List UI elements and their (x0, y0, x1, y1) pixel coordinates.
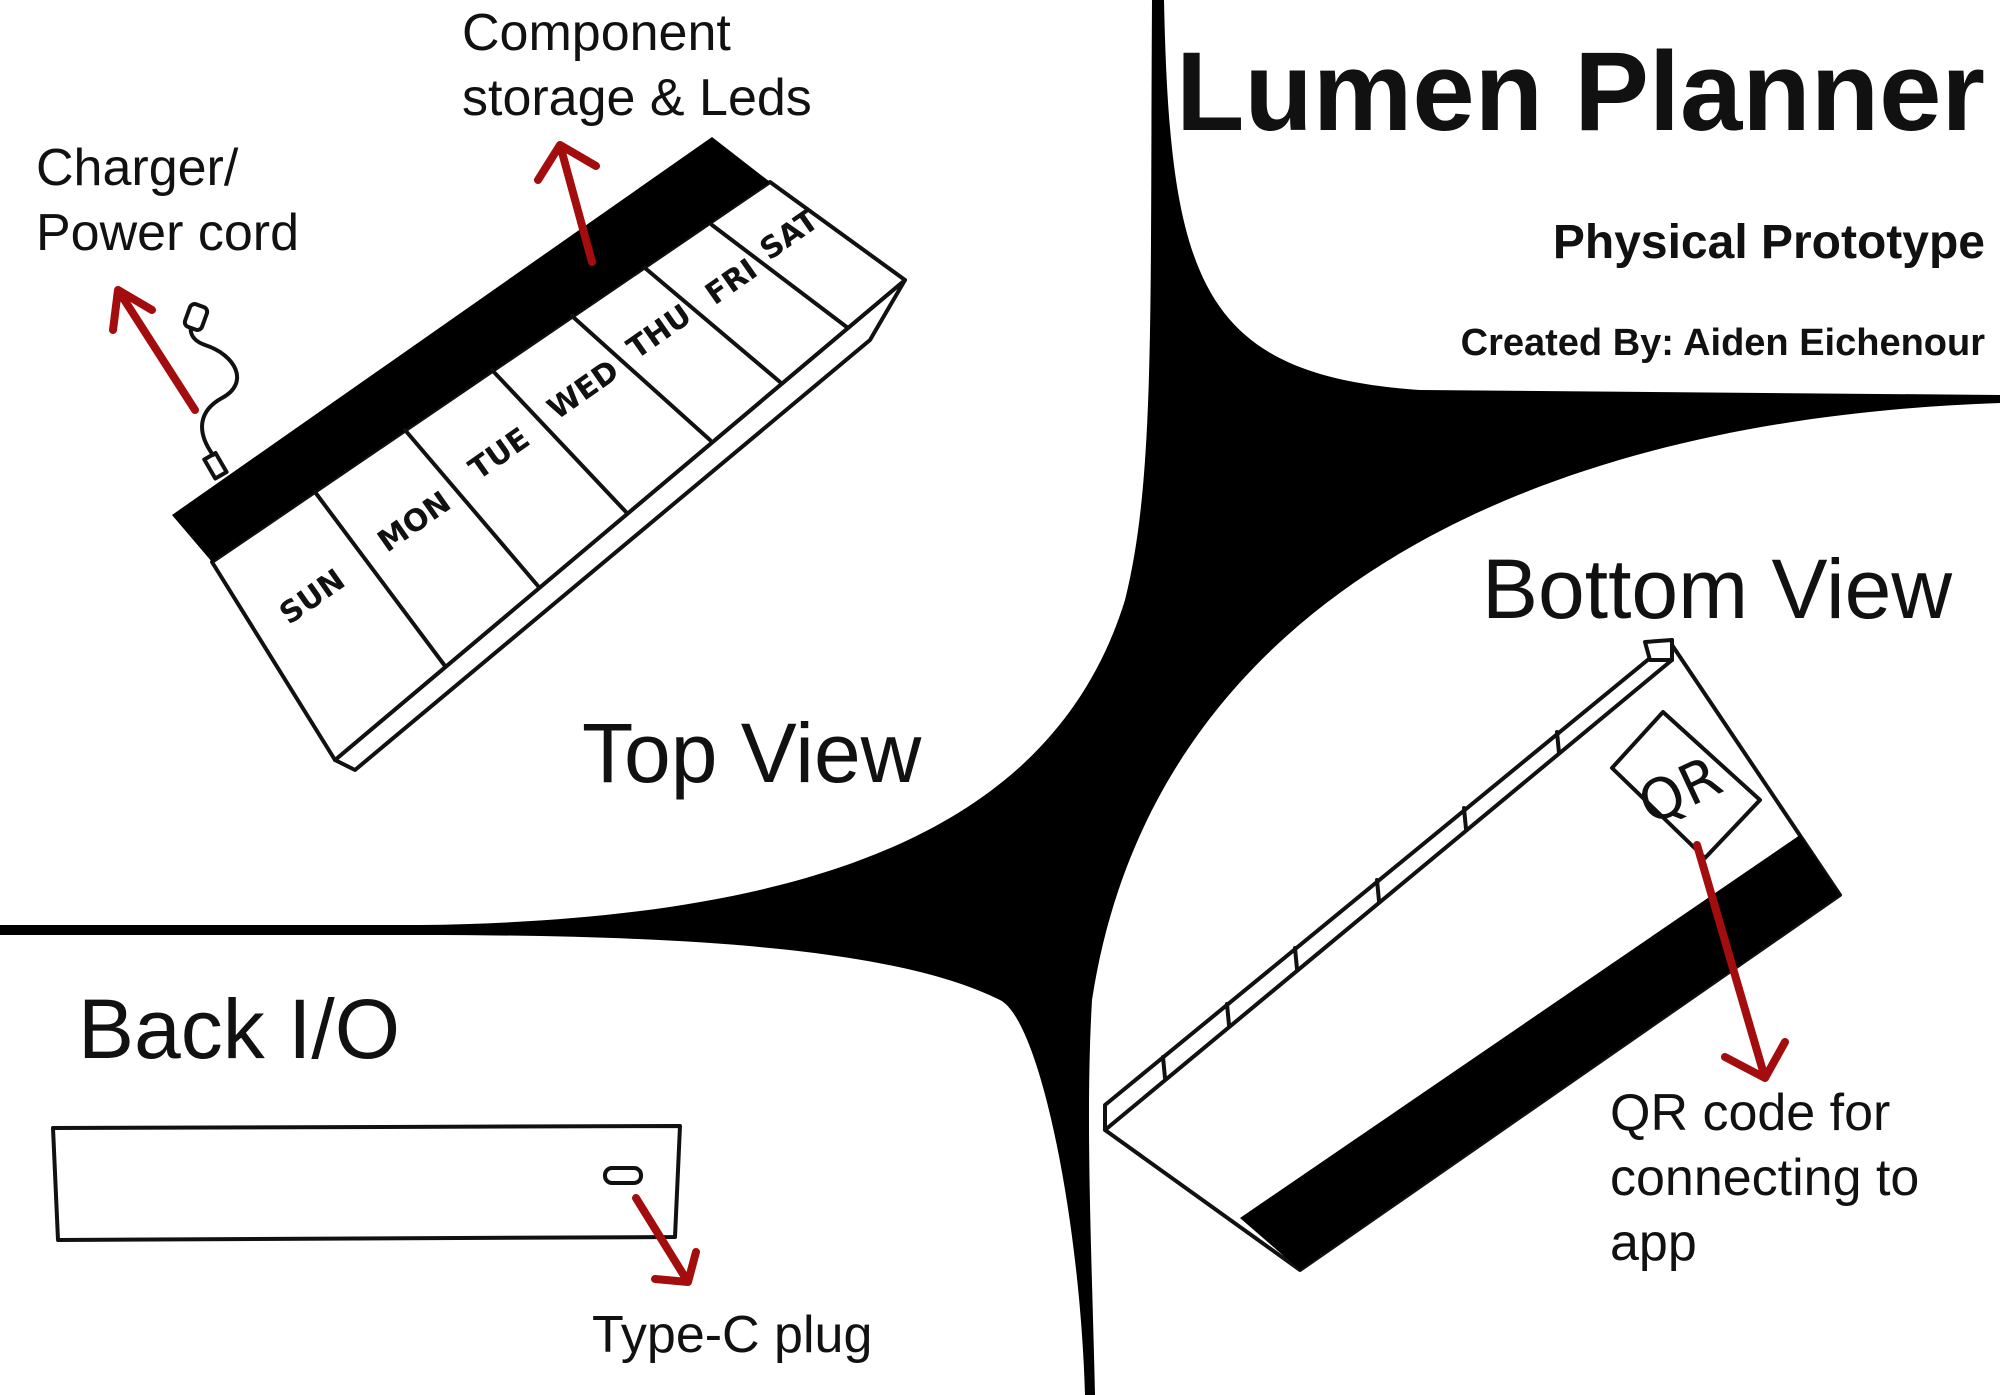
back-io-heading: Back I/O (78, 982, 400, 1076)
header: Lumen Planner Physical Prototype Created… (1176, 29, 1985, 364)
back-panel (51, 1124, 682, 1242)
back-io-section: Back I/O Type-C plug (51, 982, 872, 1364)
page-subtitle: Physical Prototype (1553, 216, 1985, 269)
author-credit: Created By: Aiden Eichenour (1461, 322, 1986, 364)
storage-callout: Component storage & Leds (462, 4, 812, 127)
storage-arrow (534, 141, 600, 266)
top-view-section: SUN MON TUE WED THU FRI SAT Charger/ Pow… (36, 4, 922, 800)
qr-callout: QR code for connecting to app (1610, 1084, 1934, 1272)
led-storage-strip (172, 137, 770, 562)
compartment-dividers (313, 223, 850, 668)
page-title: Lumen Planner (1176, 29, 1985, 154)
bottom-view-section: Bottom View QR QR code for connecting to… (1103, 542, 1952, 1272)
bottom-view-heading: Bottom View (1482, 542, 1952, 636)
type-c-callout: Type-C plug (592, 1306, 872, 1364)
top-view-heading: Top View (582, 706, 922, 800)
charger-arrow (109, 286, 199, 414)
edge-ticks (1161, 730, 1561, 1080)
charger-callout: Charger/ Power cord (36, 139, 299, 262)
charger-cord (182, 302, 240, 481)
type-c-port (603, 1166, 643, 1185)
qr-arrow (1693, 841, 1789, 1082)
type-c-arrow (632, 1194, 700, 1286)
bottom-end-cap (1643, 638, 1674, 662)
bottom-black-strip (1240, 835, 1840, 1270)
